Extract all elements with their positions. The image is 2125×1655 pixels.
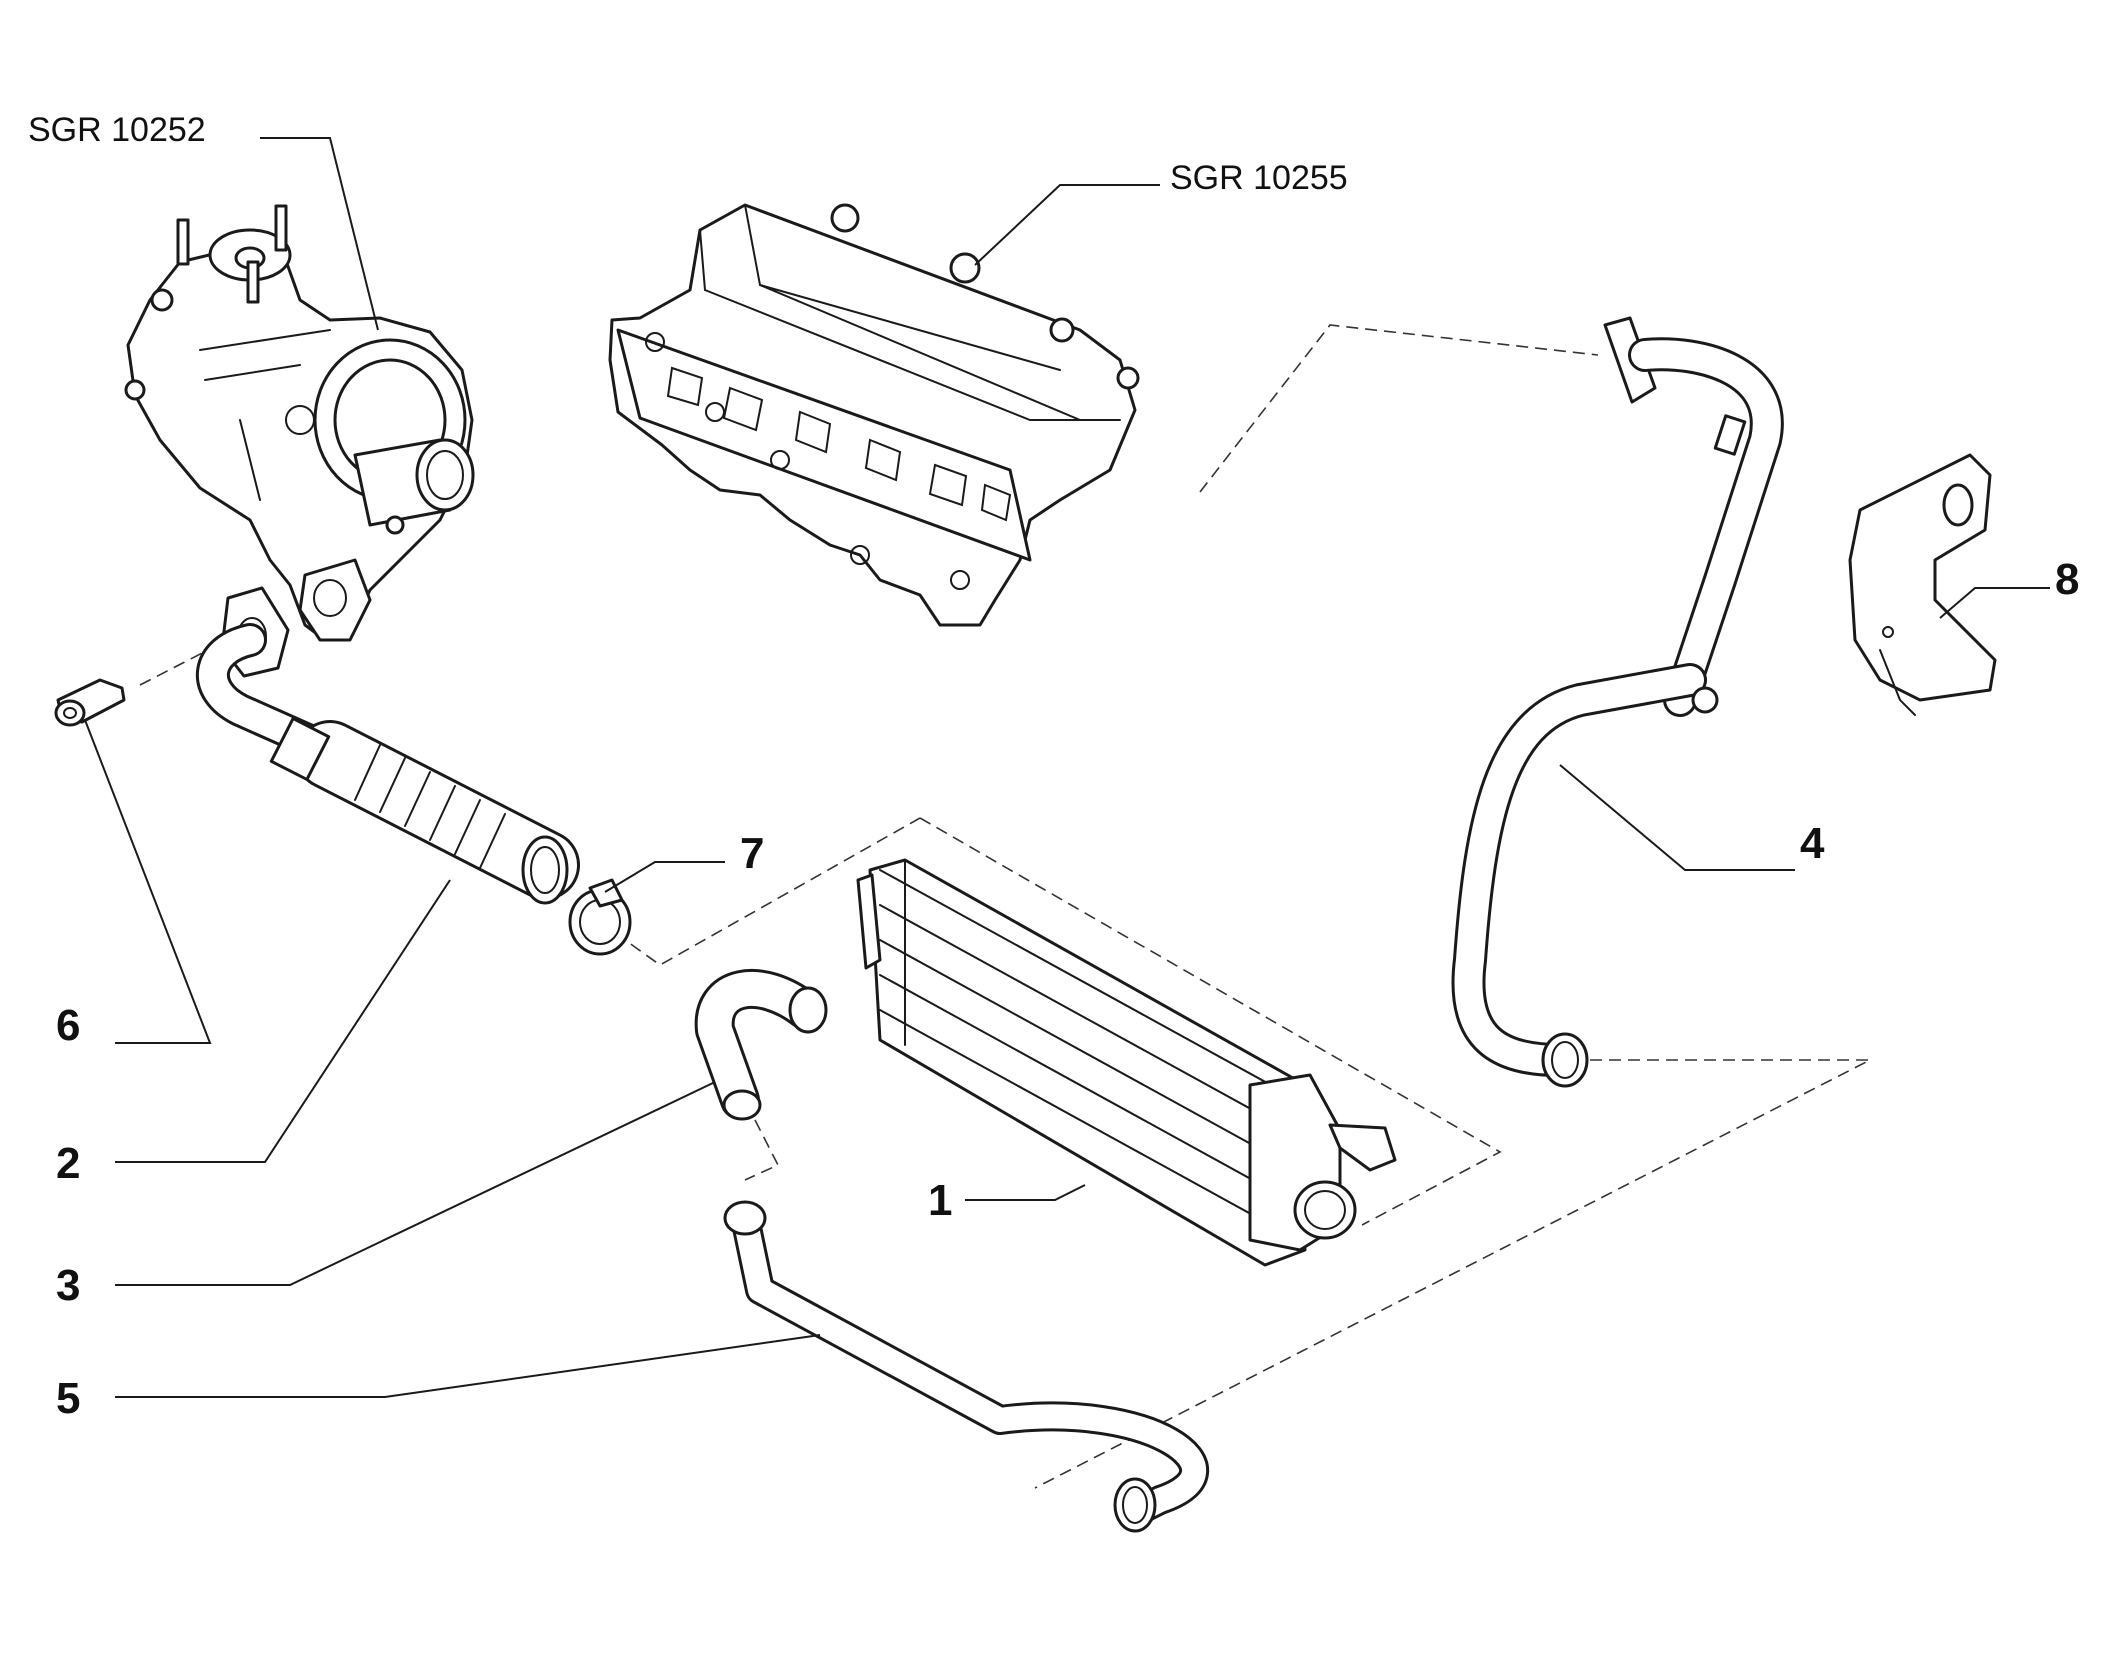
- assembly-line-manifold-to-hose4: [1199, 324, 1599, 493]
- callout-number-6: 6: [56, 1001, 80, 1050]
- leader-1: [965, 1184, 1086, 1201]
- leader-2: [115, 879, 451, 1163]
- intercooler-1: [856, 858, 1397, 1267]
- assembly-line-hose2-to-turbo: [139, 647, 213, 686]
- hose-clamp-7: [568, 878, 632, 956]
- leader-4: [1559, 764, 1795, 871]
- callout-number-4: 4: [1800, 819, 1825, 868]
- callout-number-8: 8: [2055, 555, 2079, 604]
- leader-6: [84, 719, 212, 1044]
- pipe-4-long: [1451, 316, 1784, 1088]
- assembly-line-intercooler-box: [919, 817, 1502, 1226]
- callout-number-1: 1: [928, 1176, 952, 1225]
- pipe-5-long: [723, 1200, 1209, 1533]
- leader-sgr-10252: [260, 137, 379, 331]
- leader-lines: [84, 137, 2050, 1398]
- bracket-8: [1848, 453, 1997, 716]
- assembly-line-hose3-to-hose5: [744, 1119, 780, 1181]
- leader-sgr-10255: [974, 184, 1160, 266]
- reference-sgr-10255: SGR 10255: [1170, 159, 1348, 197]
- leader-7: [604, 861, 725, 893]
- hose-2-corrugated: [196, 586, 580, 905]
- labels: SGR 10252 SGR 10255 1 2 3 4 5 6 7 8: [28, 111, 2079, 1423]
- hose-3-curved: [694, 969, 828, 1121]
- callout-number-5: 5: [56, 1374, 80, 1423]
- callout-number-7: 7: [740, 829, 764, 878]
- leader-3: [115, 1081, 716, 1286]
- callout-number-3: 3: [56, 1261, 80, 1310]
- turbocharger: [124, 204, 475, 642]
- callout-number-2: 2: [56, 1139, 80, 1188]
- reference-sgr-10252: SGR 10252: [28, 111, 206, 149]
- leader-5: [115, 1334, 821, 1398]
- leader-8: [1939, 587, 2050, 619]
- bolt-6: [54, 678, 126, 727]
- intake-manifold: [608, 203, 1140, 627]
